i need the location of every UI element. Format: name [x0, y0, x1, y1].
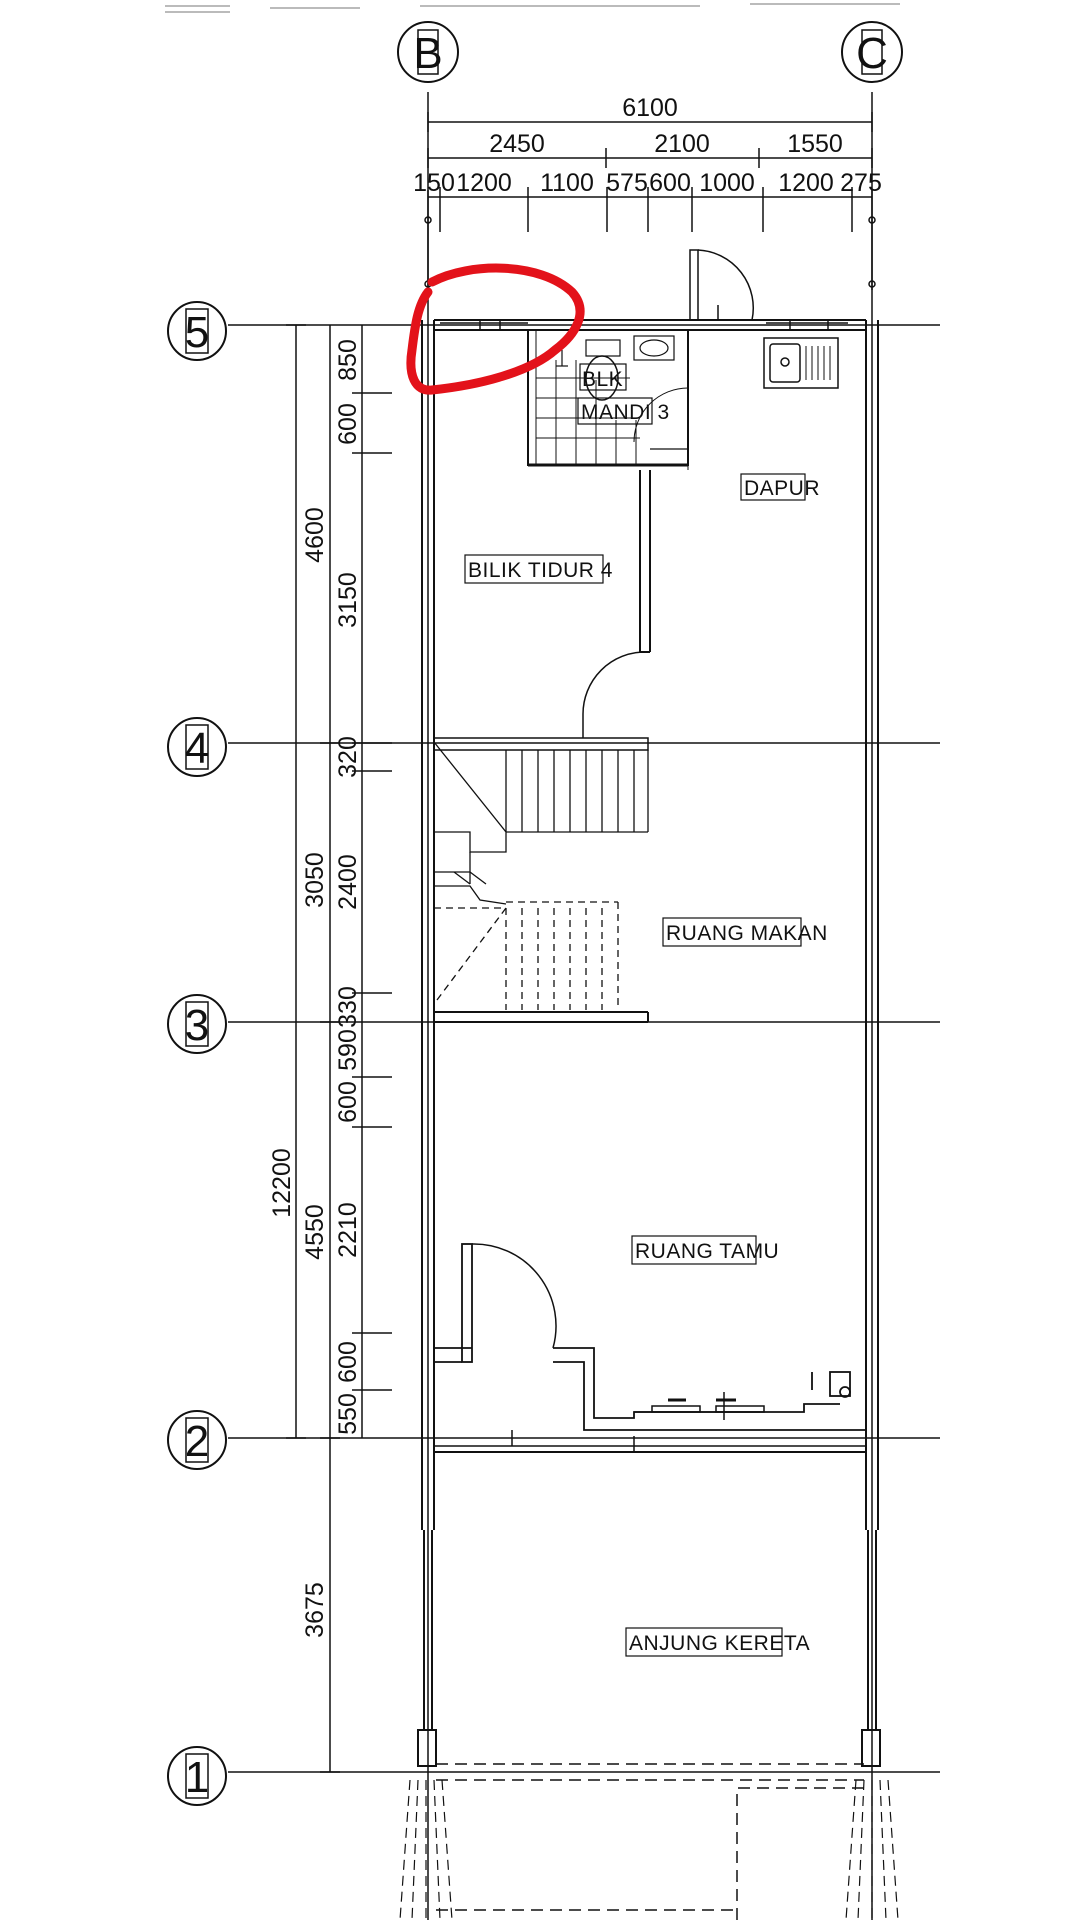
grid-bubble-b: B — [397, 21, 459, 83]
dim-left-l2-3: 4550 — [301, 1204, 329, 1260]
grid-bubble-3: 3 — [167, 994, 227, 1054]
dim-left-l3-5: 2400 — [334, 854, 362, 910]
room-label-ruang-makan-text: RUANG MAKAN — [666, 922, 828, 945]
bathroom-blk-mandi — [527, 329, 689, 470]
dim-left-l3-2: 600 — [334, 403, 362, 445]
dim-top-overall: 6100 — [622, 94, 678, 122]
top-window — [440, 320, 848, 330]
left-dimension-chains — [286, 324, 392, 1773]
dim-top-l2-1: 2450 — [489, 130, 545, 158]
room-label-anjung-kereta-text: ANJUNG KERETA — [629, 1632, 810, 1655]
car-porch — [434, 1451, 866, 1920]
dim-top-l3-1: 150 — [413, 169, 455, 197]
grid-bubble-2: 2 — [167, 1410, 227, 1470]
dim-left-l2-4: 3675 — [301, 1582, 329, 1638]
grid-label-5: 5 — [185, 308, 209, 357]
dim-top-l3-8: 275 — [840, 169, 882, 197]
dim-top-l2-3: 1550 — [787, 130, 843, 158]
dim-top-l3-5: 600 — [649, 169, 691, 197]
dim-left-l3-9: 2210 — [334, 1202, 362, 1258]
room-label-ruang-tamu: RUANG TAMU — [631, 1235, 779, 1265]
red-markup-circle — [406, 263, 585, 395]
grid-label-4: 4 — [185, 724, 209, 773]
dim-left-l3-7: 590 — [334, 1029, 362, 1071]
kitchen-sink-icon — [763, 337, 839, 389]
grid-bubble-4: 4 — [167, 717, 227, 777]
dim-top-l3-6: 1000 — [699, 169, 755, 197]
dim-left-overall: 12200 — [268, 1148, 296, 1218]
living-room-partition — [434, 1243, 866, 1431]
room-label-ruang-makan: RUANG MAKAN — [662, 917, 828, 947]
dim-left-l3-3: 3150 — [334, 572, 362, 628]
stair-treads-upper — [433, 741, 649, 905]
dim-left-l2-2: 3050 — [301, 852, 329, 908]
dim-left-l3-8: 600 — [334, 1081, 362, 1123]
room-label-anjung-kereta: ANJUNG KERETA — [625, 1627, 810, 1657]
staircase — [433, 737, 649, 1023]
dim-top-l3-7: 1200 — [778, 169, 834, 197]
grid-label-3: 3 — [185, 1001, 209, 1050]
grid-lines — [228, 92, 940, 1920]
dim-left-l3-4: 320 — [334, 736, 362, 778]
dim-left-l3-10: 600 — [334, 1341, 362, 1383]
grid-bubble-c: C — [841, 21, 903, 83]
porch-posts — [399, 1779, 899, 1920]
grid-bubble-5: 5 — [167, 301, 227, 361]
top-dimension-chains — [424, 112, 876, 290]
dim-top-l2-2: 2100 — [654, 130, 710, 158]
dim-top-l3-2: 1200 — [456, 169, 512, 197]
room-label-dapur-text: DAPUR — [744, 477, 820, 500]
bathroom-label: BLK MANDI 3 — [577, 363, 670, 425]
grid-bubble-1: 1 — [167, 1746, 227, 1806]
dim-left-l3-11: 550 — [334, 1393, 362, 1435]
dim-left-l2-1: 4600 — [301, 507, 329, 563]
room-label-bilik-tidur: BILIK TIDUR 4 — [464, 554, 613, 584]
grid-label-1: 1 — [185, 1753, 209, 1802]
room-label-bilik-tidur-text: BILIK TIDUR 4 — [468, 559, 613, 582]
room-label-dapur: DAPUR — [740, 473, 820, 501]
dim-left-l3-6: 330 — [334, 986, 362, 1028]
room-label-blk: BLK — [582, 368, 623, 391]
stair-treads-lower — [433, 901, 619, 1010]
scan-artifact-strip — [165, 3, 900, 13]
bedroom-partition — [582, 470, 651, 738]
room-label-ruang-tamu-text: RUANG TAMU — [635, 1240, 779, 1263]
grid-label-b: B — [413, 29, 442, 78]
kitchen-back-door — [689, 249, 755, 321]
dim-top-l3-4: 575 — [606, 169, 648, 197]
grid-label-c: C — [856, 29, 888, 78]
front-sliding-door — [434, 1392, 866, 1452]
dim-top-l3-3: 1100 — [540, 169, 594, 197]
grid-label-2: 2 — [185, 1417, 209, 1466]
room-label-mandi: MANDI 3 — [581, 401, 670, 424]
dim-left-l3-1: 850 — [334, 339, 362, 381]
